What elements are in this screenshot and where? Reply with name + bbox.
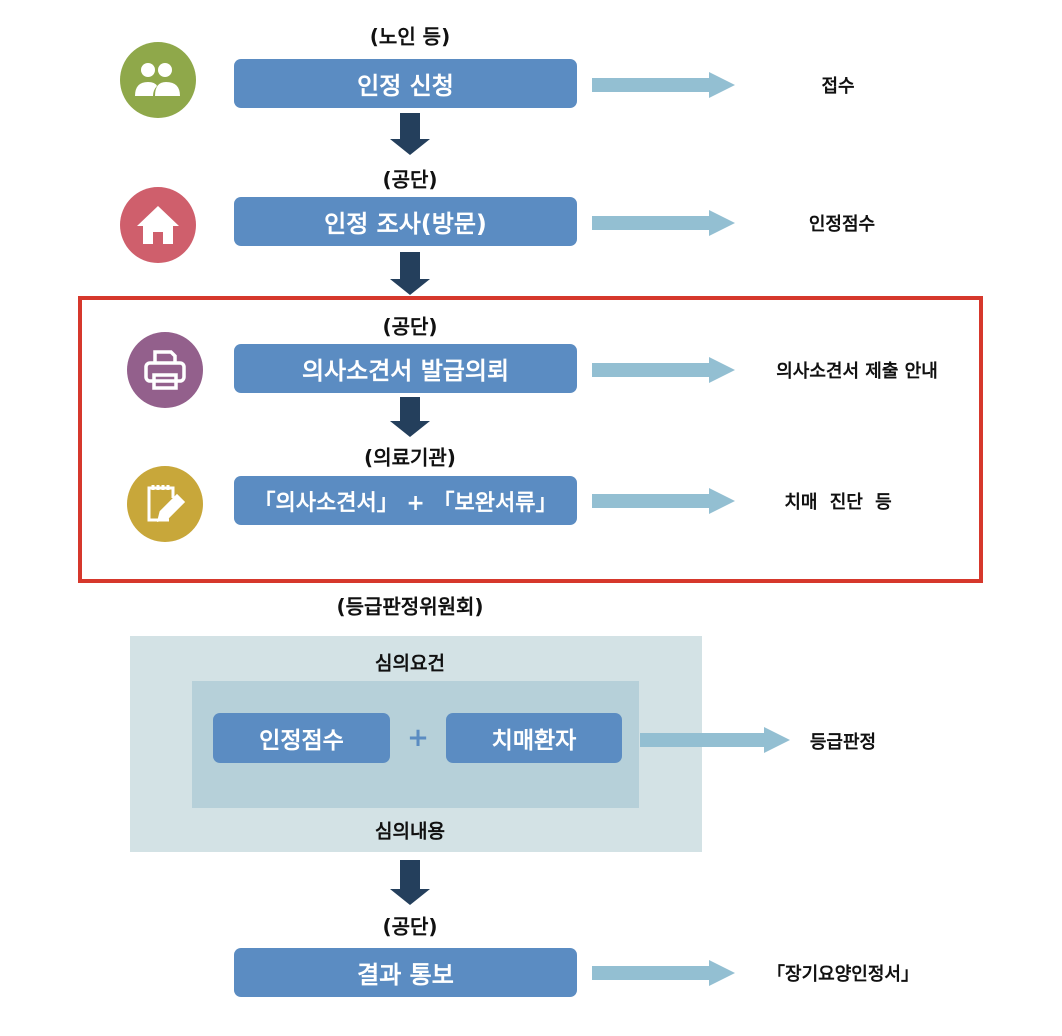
step4-right-arrow [592,488,735,514]
final-right-arrow [592,960,735,986]
step4-actor: (의료기관) [364,445,456,470]
committee-actor: (등급판정위원회) [336,594,484,619]
down-arrow [390,397,430,437]
step2-box: 인정 조사(방문) [234,197,577,246]
step2-actor: (공단) [382,167,438,192]
people-icon [120,42,196,118]
step4-box: 「의사소견서」 + 「보완서류」 [234,476,577,525]
down-arrow [390,860,430,905]
final-actor: (공단) [382,914,438,939]
content-label: 심의내용 [375,820,445,843]
down-arrow [390,252,430,295]
step1-right-arrow [592,72,735,98]
final-box: 결과 통보 [234,948,577,997]
step1-actor: (노인 등) [369,24,451,49]
down-arrow [390,113,430,155]
score-box: 인정점수 [213,713,390,763]
step3-box: 의사소견서 발급의뢰 [234,344,577,393]
house-icon [120,187,196,263]
step1-box: 인정 신청 [234,59,577,108]
final-result: 「장기요양인정서」 [767,964,919,985]
dementia-box: 치매환자 [446,713,622,763]
step2-result: 인정점수 [808,214,876,235]
step3-right-arrow [592,357,735,383]
step1-result: 접수 [821,76,855,97]
step3-actor: (공단) [382,314,438,339]
committee-right-arrow [640,727,790,753]
committee-result: 등급판정 [809,732,877,753]
highlight-frame [78,296,983,583]
notepad-pencil-icon [127,466,203,542]
step4-result: 치매 진단 등 [784,492,892,513]
requirements-label: 심의요건 [375,652,445,675]
plus-sign: + [407,723,429,753]
step2-right-arrow [592,210,735,236]
step3-result: 의사소견서 제출 안내 [776,361,938,382]
printer-icon [127,332,203,408]
